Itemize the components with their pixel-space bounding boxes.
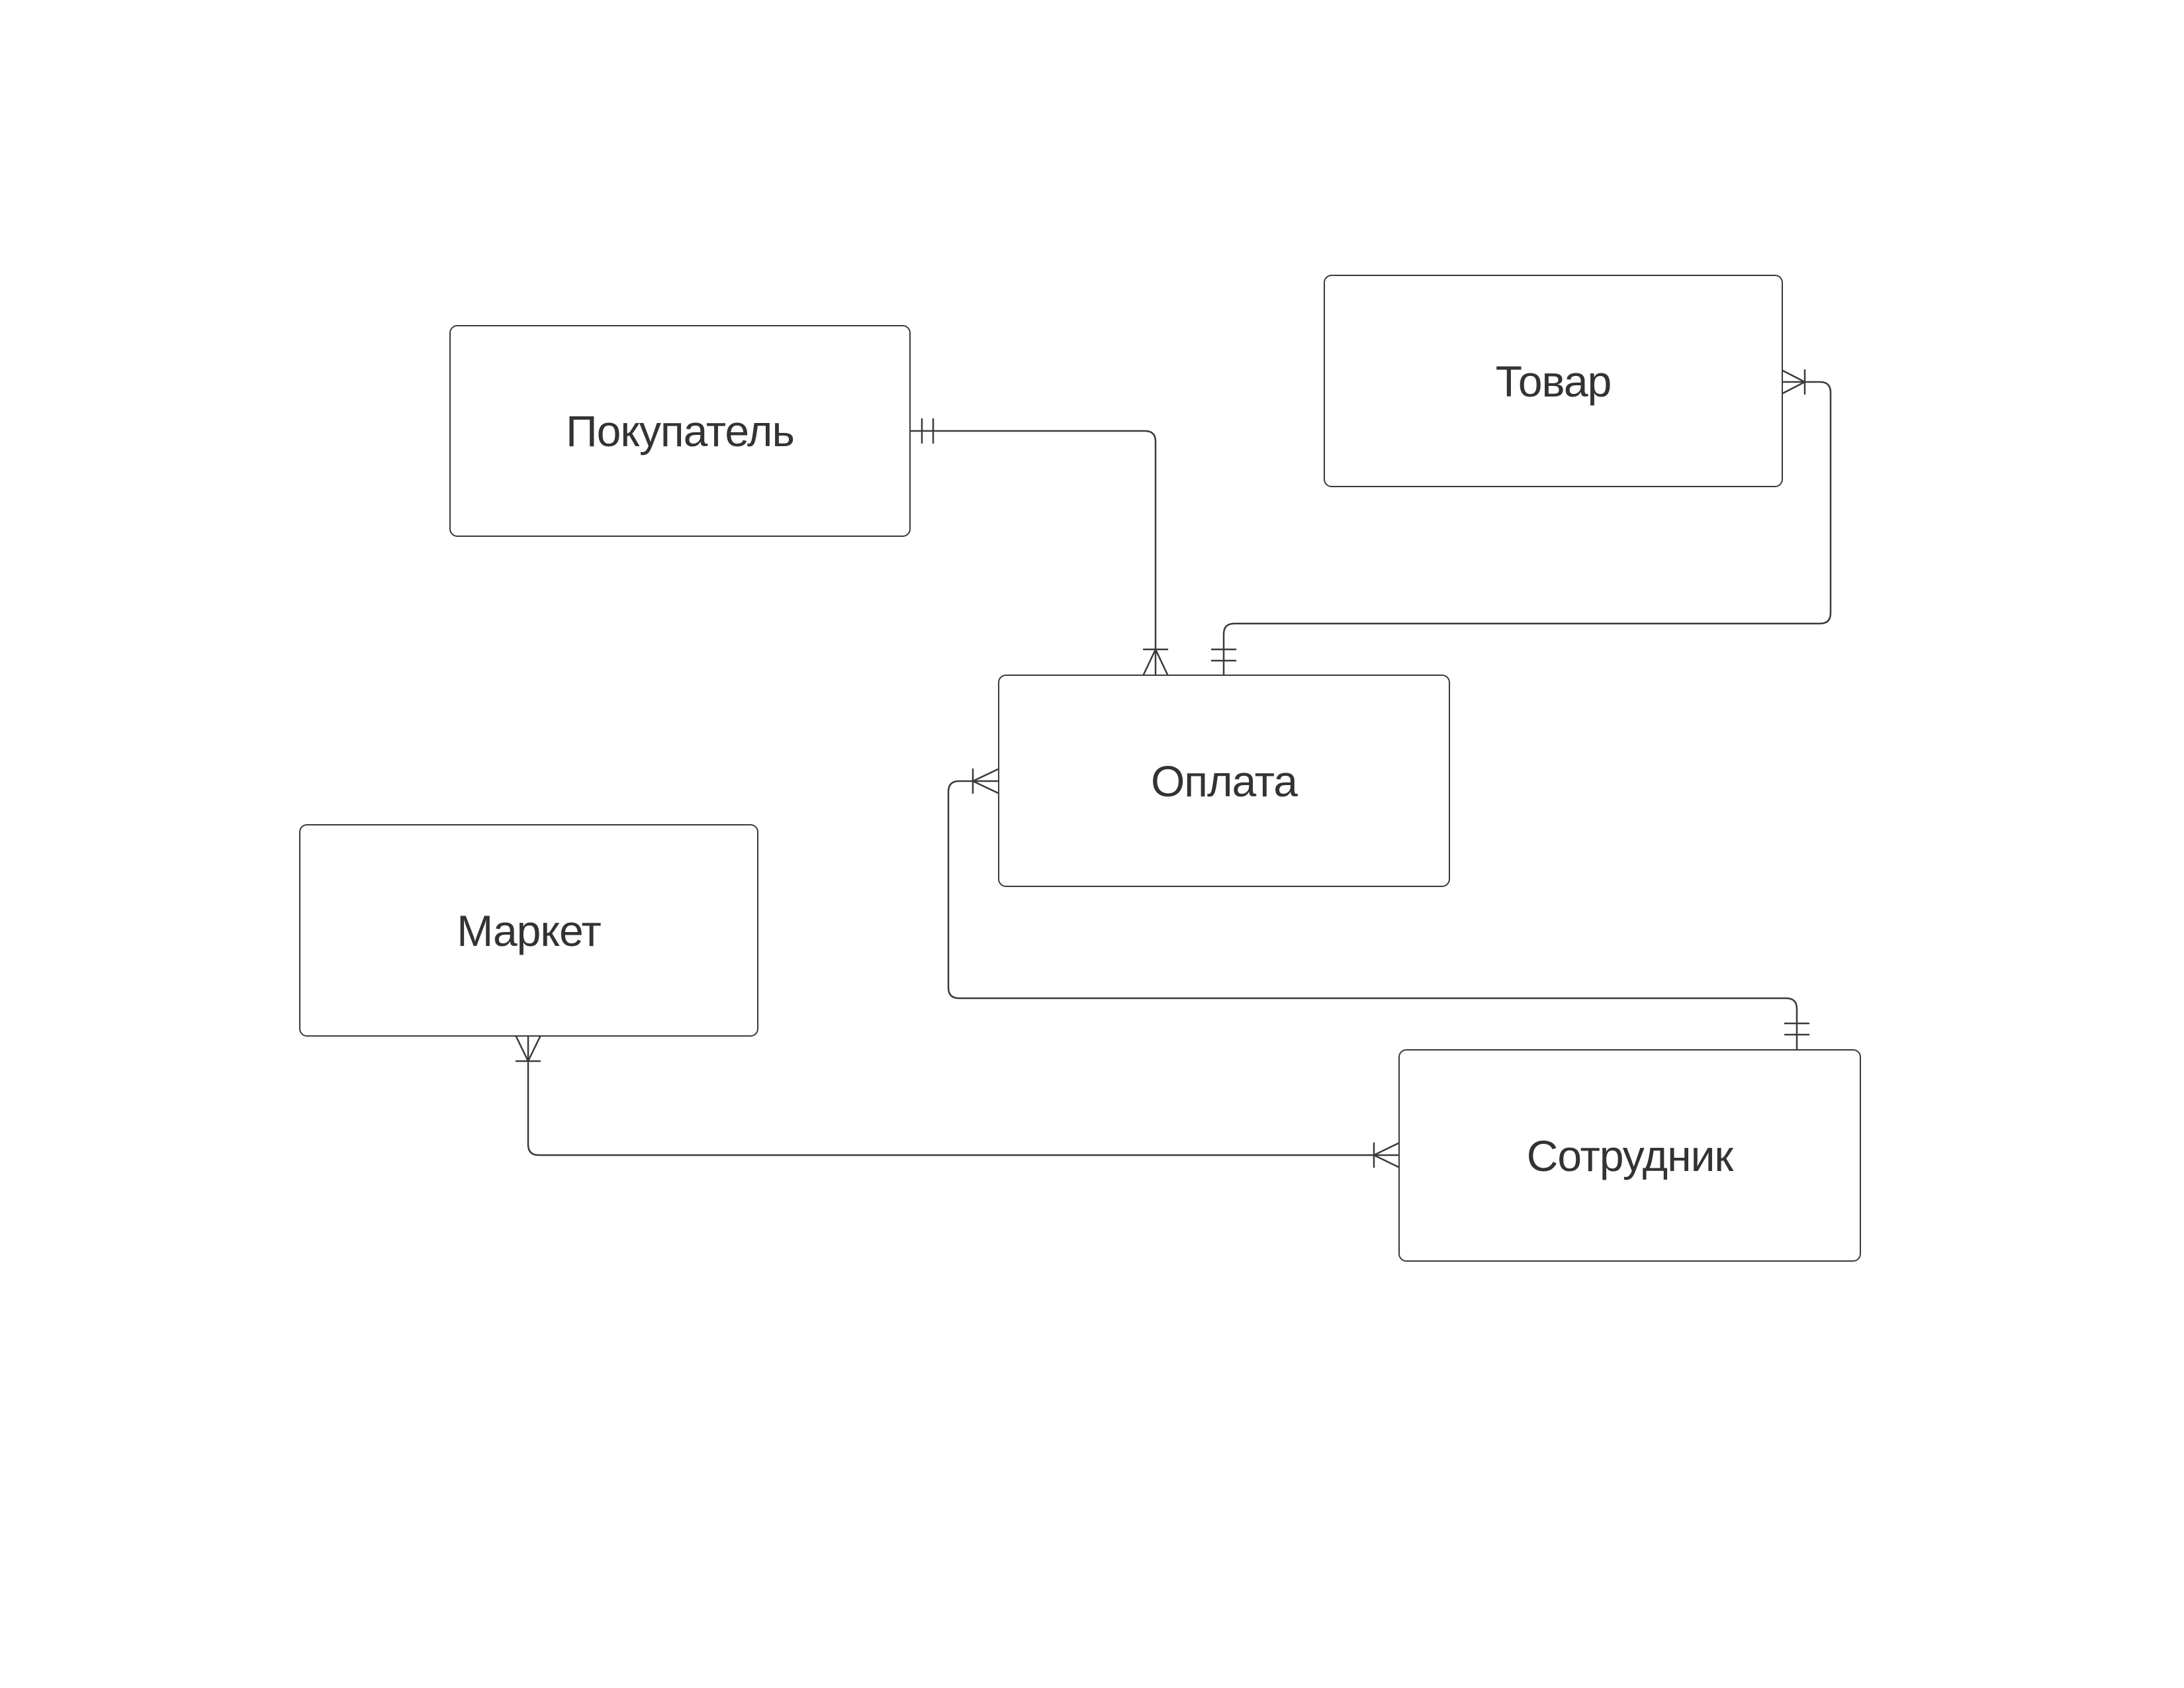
entity-label: Покупатель <box>566 406 795 455</box>
connector-sotrudnik-oplata[interactable] <box>947 768 1810 1051</box>
connector-line[interactable] <box>1222 381 1832 676</box>
crowfoot-many-prong <box>1154 648 1169 676</box>
crowfoot-many-prong <box>515 1035 529 1062</box>
entity-label: Оплата <box>1150 756 1298 806</box>
entity-pokupatel[interactable]: Покупатель <box>449 325 911 537</box>
connector-pokupatel-oplata[interactable] <box>909 418 1169 676</box>
crowfoot-many-prong <box>527 1035 541 1062</box>
connector-sotrudnik-market[interactable] <box>515 1035 1400 1168</box>
connector-tovar-oplata[interactable] <box>1210 369 1832 676</box>
connector-line[interactable] <box>527 1035 1400 1156</box>
entity-label: Товар <box>1495 356 1612 406</box>
entity-label: Сотрудник <box>1526 1131 1734 1180</box>
crowfoot-many-prong <box>1782 381 1806 395</box>
entity-tovar[interactable]: Товар <box>1324 275 1783 487</box>
crowfoot-many-prong <box>972 780 999 794</box>
crowfoot-many-prong <box>1373 1142 1400 1156</box>
connector-line[interactable] <box>947 780 1798 1051</box>
crowfoot-many-prong <box>1782 369 1806 383</box>
entity-oplata[interactable]: Оплата <box>998 675 1450 887</box>
entity-market[interactable]: Маркет <box>299 824 758 1037</box>
crowfoot-many-prong <box>1142 648 1157 676</box>
crowfoot-many-prong <box>972 768 999 782</box>
entity-label: Маркет <box>457 906 601 955</box>
connector-line[interactable] <box>909 430 1157 676</box>
entity-sotrudnik[interactable]: Сотрудник <box>1398 1049 1861 1262</box>
crowfoot-many-prong <box>1373 1154 1400 1168</box>
